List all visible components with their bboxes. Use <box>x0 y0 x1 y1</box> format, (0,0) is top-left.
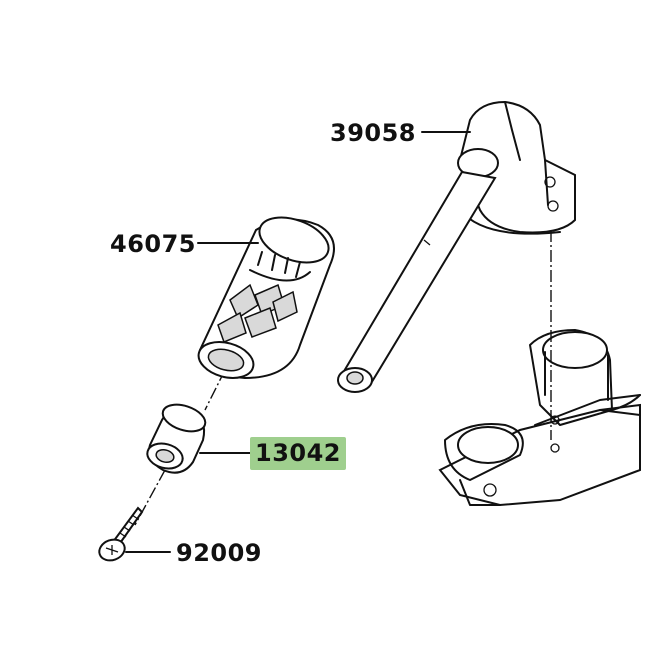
part-number-13042-highlighted[interactable]: 13042 <box>250 437 346 470</box>
part-number-46075[interactable]: 46075 <box>110 230 196 258</box>
grip-46075-drawing <box>197 216 335 380</box>
handlebar-39058-drawing <box>337 100 576 393</box>
part-number-92009[interactable]: 92009 <box>176 539 262 567</box>
bar-end-13042-drawing <box>146 403 253 474</box>
screw-92009-drawing <box>98 506 171 562</box>
alignment-line-lower <box>134 469 166 526</box>
part-number-39058[interactable]: 39058 <box>330 119 416 147</box>
triple-clamp-drawing <box>438 329 641 507</box>
